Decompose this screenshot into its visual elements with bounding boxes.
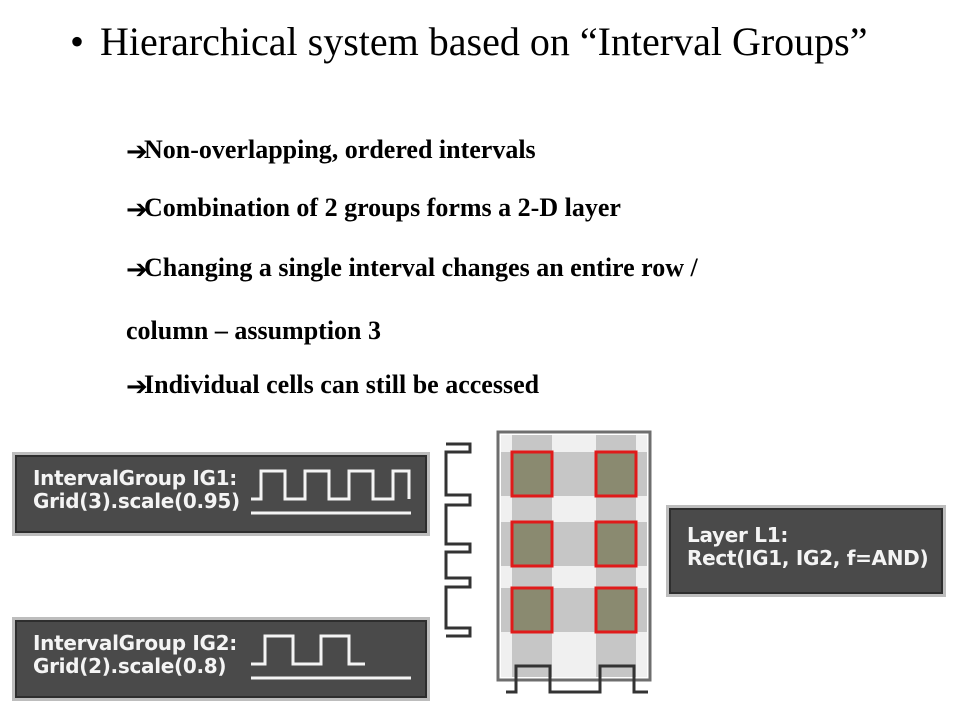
interval-group-ig2-box: IntervalGroup IG2: Grid(2).scale(0.8) — [12, 617, 430, 701]
bullet-text: Combination of 2 groups forms a 2-D laye… — [144, 193, 621, 222]
bullet-item: ➔ Changing a single interval changes an … — [126, 253, 698, 285]
cell-1-2 — [594, 450, 638, 498]
title-text: Hierarchical system based on “Interval G… — [100, 19, 868, 64]
interval-group-ig1-box: IntervalGroup IG1: Grid(3).scale(0.95) — [12, 452, 430, 536]
bullet-item: ➔ Individual cells can still be accessed — [126, 370, 540, 402]
bullet-dot: • — [70, 19, 85, 64]
horizontal-pulse-wave — [506, 664, 648, 694]
bullet-item: ➔ Combination of 2 groups forms a 2-D la… — [126, 193, 621, 225]
layer-l1-box: Layer L1: Rect(IG1, IG2, f=AND) — [666, 505, 946, 597]
ig1-pulse-wave-icon — [251, 469, 411, 515]
bullet-text: Non-overlapping, ordered intervals — [144, 135, 536, 164]
intersection-cells — [510, 450, 638, 634]
right-arrow-icon: ➔ — [126, 372, 148, 402]
slide-title: • Hierarchical system based on “Interval … — [70, 18, 930, 66]
bullet-text: column – assumption 3 — [126, 316, 381, 345]
cell-3-1 — [510, 586, 554, 634]
bullet-text: Changing a single interval changes an en… — [144, 253, 698, 282]
cell-2-2 — [594, 520, 638, 568]
cell-1-1 — [510, 450, 554, 498]
vertical-pulse-wave — [444, 442, 472, 638]
bullet-item: ➔ Non-overlapping, ordered intervals — [126, 135, 536, 167]
right-arrow-icon: ➔ — [126, 137, 148, 167]
layer-label: Layer L1: Rect(IG1, IG2, f=AND) — [687, 523, 929, 570]
bullet-continuation: column – assumption 3 — [126, 316, 381, 346]
bullet-text: Individual cells can still be accessed — [144, 370, 540, 399]
ig2-label: IntervalGroup IG2: Grid(2).scale(0.8) — [33, 632, 237, 678]
ig2-line2: Grid(2).scale(0.8) — [33, 654, 227, 678]
right-arrow-icon: ➔ — [126, 195, 148, 225]
ig1-line1: IntervalGroup IG1: — [33, 466, 237, 490]
cell-3-2 — [594, 586, 638, 634]
ig1-line2: Grid(3).scale(0.95) — [33, 489, 240, 513]
ig1-label: IntervalGroup IG1: Grid(3).scale(0.95) — [33, 467, 240, 513]
ig2-line1: IntervalGroup IG2: — [33, 631, 237, 655]
right-arrow-icon: ➔ — [126, 255, 148, 285]
layer-line2: Rect(IG1, IG2, f=AND) — [687, 546, 929, 570]
layer-line1: Layer L1: — [687, 523, 789, 547]
ig2-pulse-wave-icon — [251, 634, 411, 680]
cell-2-1 — [510, 520, 554, 568]
